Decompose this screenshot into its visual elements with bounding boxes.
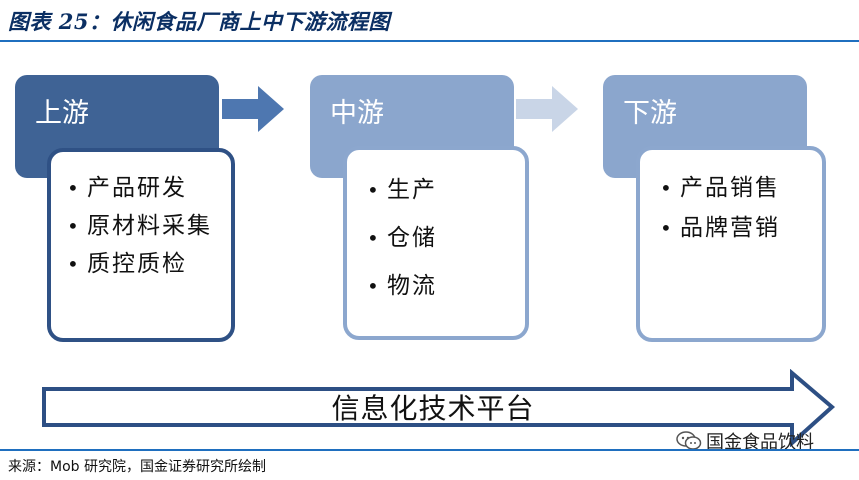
downstream-item: 品牌营销 <box>658 210 812 246</box>
platform-arrow <box>42 369 836 447</box>
flow-arrow-2-shape <box>516 86 578 132</box>
midstream-item: 物流 <box>365 268 515 304</box>
watermark-text: 国金食品饮料 <box>706 432 814 453</box>
wechat-icon <box>676 431 702 450</box>
stage-upstream-title: 上游 <box>35 98 89 129</box>
stage-upstream-card: 产品研发 原材料采集 质控质检 <box>47 148 235 342</box>
upstream-item: 产品研发 <box>65 170 221 206</box>
source-note: 来源：Mob 研究院，国金证券研究所绘制 <box>8 459 266 475</box>
upstream-item: 质控质检 <box>65 246 221 282</box>
flow-arrow-1-shape <box>222 86 284 132</box>
upstream-item: 原材料采集 <box>65 208 221 244</box>
platform-arrow-outline <box>42 369 836 447</box>
stage-downstream-title: 下游 <box>623 98 677 129</box>
flow-arrow-2 <box>516 86 578 132</box>
midstream-item: 仓储 <box>365 220 515 256</box>
footer-rule <box>0 449 859 451</box>
platform-label: 信息化技术平台 <box>331 392 535 425</box>
stage-midstream-card: 生产 仓储 物流 <box>343 146 529 340</box>
midstream-item: 生产 <box>365 172 515 208</box>
flow-arrow-1 <box>222 86 284 132</box>
title-rule <box>0 40 859 42</box>
figure-title: 图表 25：休闲食品厂商上中下游流程图 <box>8 9 391 34</box>
stage-midstream-title: 中游 <box>330 98 384 129</box>
stage-downstream-card: 产品销售 品牌营销 <box>636 146 826 342</box>
downstream-item: 产品销售 <box>658 170 812 206</box>
